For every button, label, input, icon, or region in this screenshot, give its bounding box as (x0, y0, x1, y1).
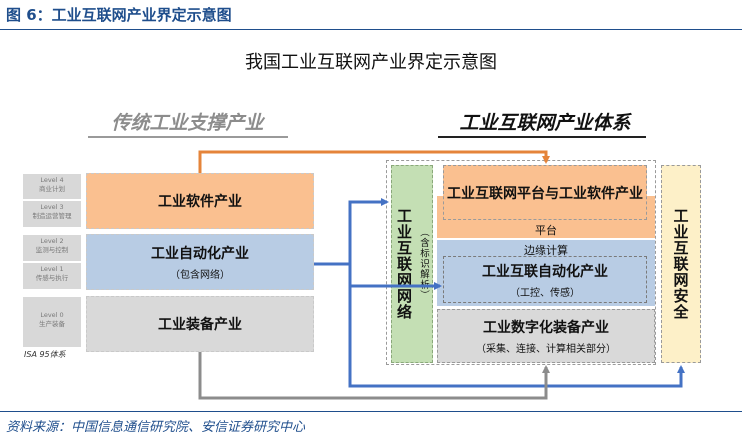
interconnected-automation-box: 工业互联自动化产业 （工控、传感） (443, 256, 647, 303)
interconnected-automation-title: 工业互联自动化产业 (482, 263, 608, 280)
isa-level-3-label: Level 3 (40, 203, 64, 211)
industrial-automation-subtitle: （包含网络） (170, 270, 230, 281)
digital-equipment-subtitle: （采集、连接、计算相关部分） (476, 344, 616, 355)
left-section-underline (88, 136, 288, 138)
interconnected-automation-subtitle: （工控、传感） (510, 287, 580, 299)
isa-level-4-label: Level 4 (40, 176, 64, 184)
industrial-equipment-box: 工业装备产业 (86, 296, 314, 352)
isa-level-0: Level 0 生产装备 (22, 296, 82, 348)
industrial-software-title: 工业软件产业 (158, 194, 242, 210)
industrial-internet-system-frame (386, 160, 656, 365)
industrial-automation-title: 工业自动化产业 (151, 246, 249, 262)
industrial-software-box: 工业软件产业 (86, 173, 314, 229)
platform-label: 平台 (535, 224, 557, 237)
security-title: 工业互联网安全 (671, 208, 690, 320)
isa-level-4-desc: 商业计划 (39, 185, 65, 193)
source-note: 资料来源：中国信息通信研究院、安信证券研究中心 (6, 420, 306, 435)
digital-equipment-box: 工业数字化装备产业 （采集、连接、计算相关部分） (437, 309, 655, 363)
isa-level-2-desc: 监测与控制 (35, 246, 69, 254)
left-section-title: 传统工业支撑产业 (111, 112, 264, 134)
header-divider (0, 29, 742, 30)
edge-computing-label: 边缘计算 (524, 244, 568, 257)
isa-level-3: Level 3 制造运营管理 (22, 200, 82, 228)
network-title: 工业互联网网络 (395, 208, 413, 320)
arrow-automation-to-interconnected (314, 262, 442, 290)
network-box: 工业互联网网络 （含标识解析） (391, 165, 433, 363)
footer-divider (0, 411, 742, 412)
industrial-equipment-title: 工业装备产业 (158, 317, 242, 333)
isa-level-1: Level 1 传感与执行 (22, 262, 82, 290)
isa-level-1-label: Level 1 (40, 265, 64, 273)
arrow-equipment-to-digital (198, 352, 550, 400)
isa-level-0-label: Level 0 (40, 311, 64, 319)
platform-box: 工业互联网平台与工业软件产业 (443, 165, 647, 220)
diagram-title: 我国工业互联网产业界定示意图 (245, 52, 497, 73)
isa-95-label: ISA 95体系 (24, 350, 66, 359)
right-section-title: 工业互联网产业体系 (459, 112, 631, 134)
right-section-underline (438, 136, 646, 138)
arrow-automation-to-network (314, 198, 389, 266)
isa-level-1-desc: 传感与执行 (35, 274, 69, 282)
isa-level-4: Level 4 商业计划 (22, 173, 82, 200)
isa-level-3-desc: 制造运营管理 (32, 212, 72, 220)
arrow-automation-to-security (348, 286, 685, 388)
industrial-automation-box: 工业自动化产业 （包含网络） (86, 234, 314, 290)
isa-level-0-desc: 生产装备 (39, 320, 65, 328)
digital-equipment-title: 工业数字化装备产业 (483, 320, 609, 336)
isa-level-2: Level 2 监测与控制 (22, 234, 82, 262)
network-note: （含标识解析） (418, 227, 429, 301)
isa-level-2-label: Level 2 (40, 237, 64, 245)
security-box: 工业互联网安全 (661, 165, 701, 363)
platform-title: 工业互联网平台与工业软件产业 (447, 185, 643, 202)
figure-title: 图 6：工业互联网产业界定示意图 (6, 6, 232, 24)
arrow-software-to-platform (198, 150, 550, 173)
